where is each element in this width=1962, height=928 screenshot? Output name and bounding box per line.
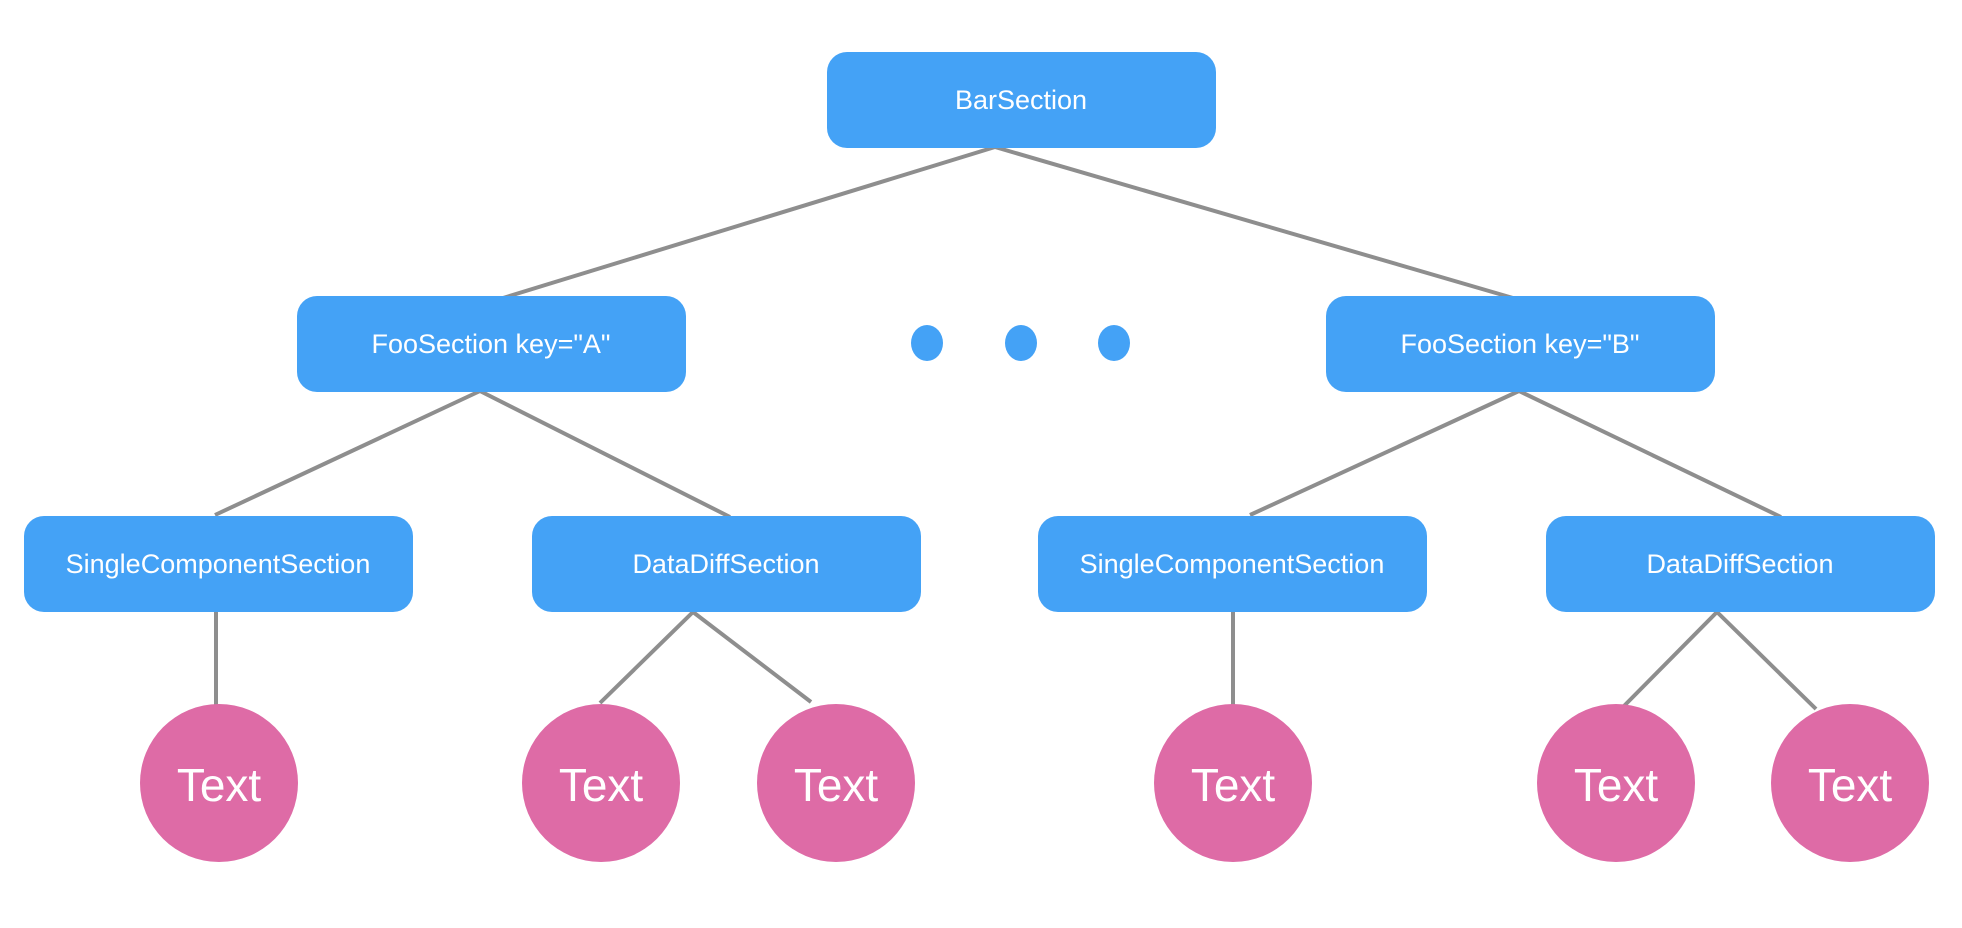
datadiffsection-b-label: DataDiffSection [1646, 549, 1833, 579]
node-foosection-b: FooSection key="B" [1326, 296, 1715, 392]
node-singlecomponentsection-a: SingleComponentSection [24, 516, 413, 612]
edge-barsection-foosection-b [994, 145, 1514, 300]
node-text-3: Text [757, 704, 915, 862]
datadiffsection-a-label: DataDiffSection [632, 549, 819, 579]
text-node-1-label: Text [177, 759, 262, 811]
ellipsis [911, 325, 1130, 361]
node-text-4: Text [1154, 704, 1312, 862]
text-node-4-circle [1154, 704, 1312, 862]
singlecomponentsection-a-label: SingleComponentSection [66, 549, 371, 579]
text-node-6-circle [1771, 704, 1929, 862]
text-node-6-label: Text [1808, 759, 1893, 811]
edge-datadiff-a-text-left [598, 610, 695, 705]
edge-barsection-foosection-a [502, 145, 996, 300]
edge-foosection-a-singlecomponent [214, 389, 481, 517]
text-node-1-circle [140, 704, 298, 862]
text-node-2-circle [522, 704, 680, 862]
ellipsis-dot-3 [1098, 325, 1130, 361]
edge-foosection-b-datadiff [1518, 389, 1782, 519]
edge-datadiff-a-text-right [691, 610, 813, 704]
text-node-5-circle [1537, 704, 1695, 862]
edges [214, 145, 1818, 711]
edge-datadiff-b-text-left [1621, 610, 1719, 709]
node-datadiffsection-a: DataDiffSection [532, 516, 921, 612]
singlecomponentsection-a-box [24, 516, 413, 612]
node-text-6: Text [1771, 704, 1929, 862]
barsection-label: BarSection [955, 85, 1087, 115]
datadiffsection-b-box [1546, 516, 1935, 612]
singlecomponentsection-b-box [1038, 516, 1427, 612]
node-singlecomponentsection-b: SingleComponentSection [1038, 516, 1427, 612]
barsection-box [827, 52, 1216, 148]
edge-datadiff-b-text-right [1715, 610, 1818, 711]
text-node-3-circle [757, 704, 915, 862]
node-barsection: BarSection [827, 52, 1216, 148]
edge-foosection-b-singlecomponent [1249, 389, 1520, 517]
node-text-5: Text [1537, 704, 1695, 862]
foosection-b-box [1326, 296, 1715, 392]
text-node-5-label: Text [1574, 759, 1659, 811]
node-text-1: Text [140, 704, 298, 862]
foosection-b-label: FooSection key="B" [1400, 329, 1639, 359]
node-text-2: Text [522, 704, 680, 862]
node-foosection-a: FooSection key="A" [297, 296, 686, 392]
datadiffsection-a-box [532, 516, 921, 612]
ellipsis-dot-2 [1005, 325, 1037, 361]
ellipsis-dot-1 [911, 325, 943, 361]
text-node-3-label: Text [794, 759, 879, 811]
edge-foosection-a-datadiff [479, 389, 731, 519]
singlecomponentsection-b-label: SingleComponentSection [1080, 549, 1385, 579]
text-node-4-label: Text [1191, 759, 1276, 811]
text-node-2-label: Text [559, 759, 644, 811]
foosection-a-box [297, 296, 686, 392]
foosection-a-label: FooSection key="A" [371, 329, 610, 359]
node-datadiffsection-b: DataDiffSection [1546, 516, 1935, 612]
